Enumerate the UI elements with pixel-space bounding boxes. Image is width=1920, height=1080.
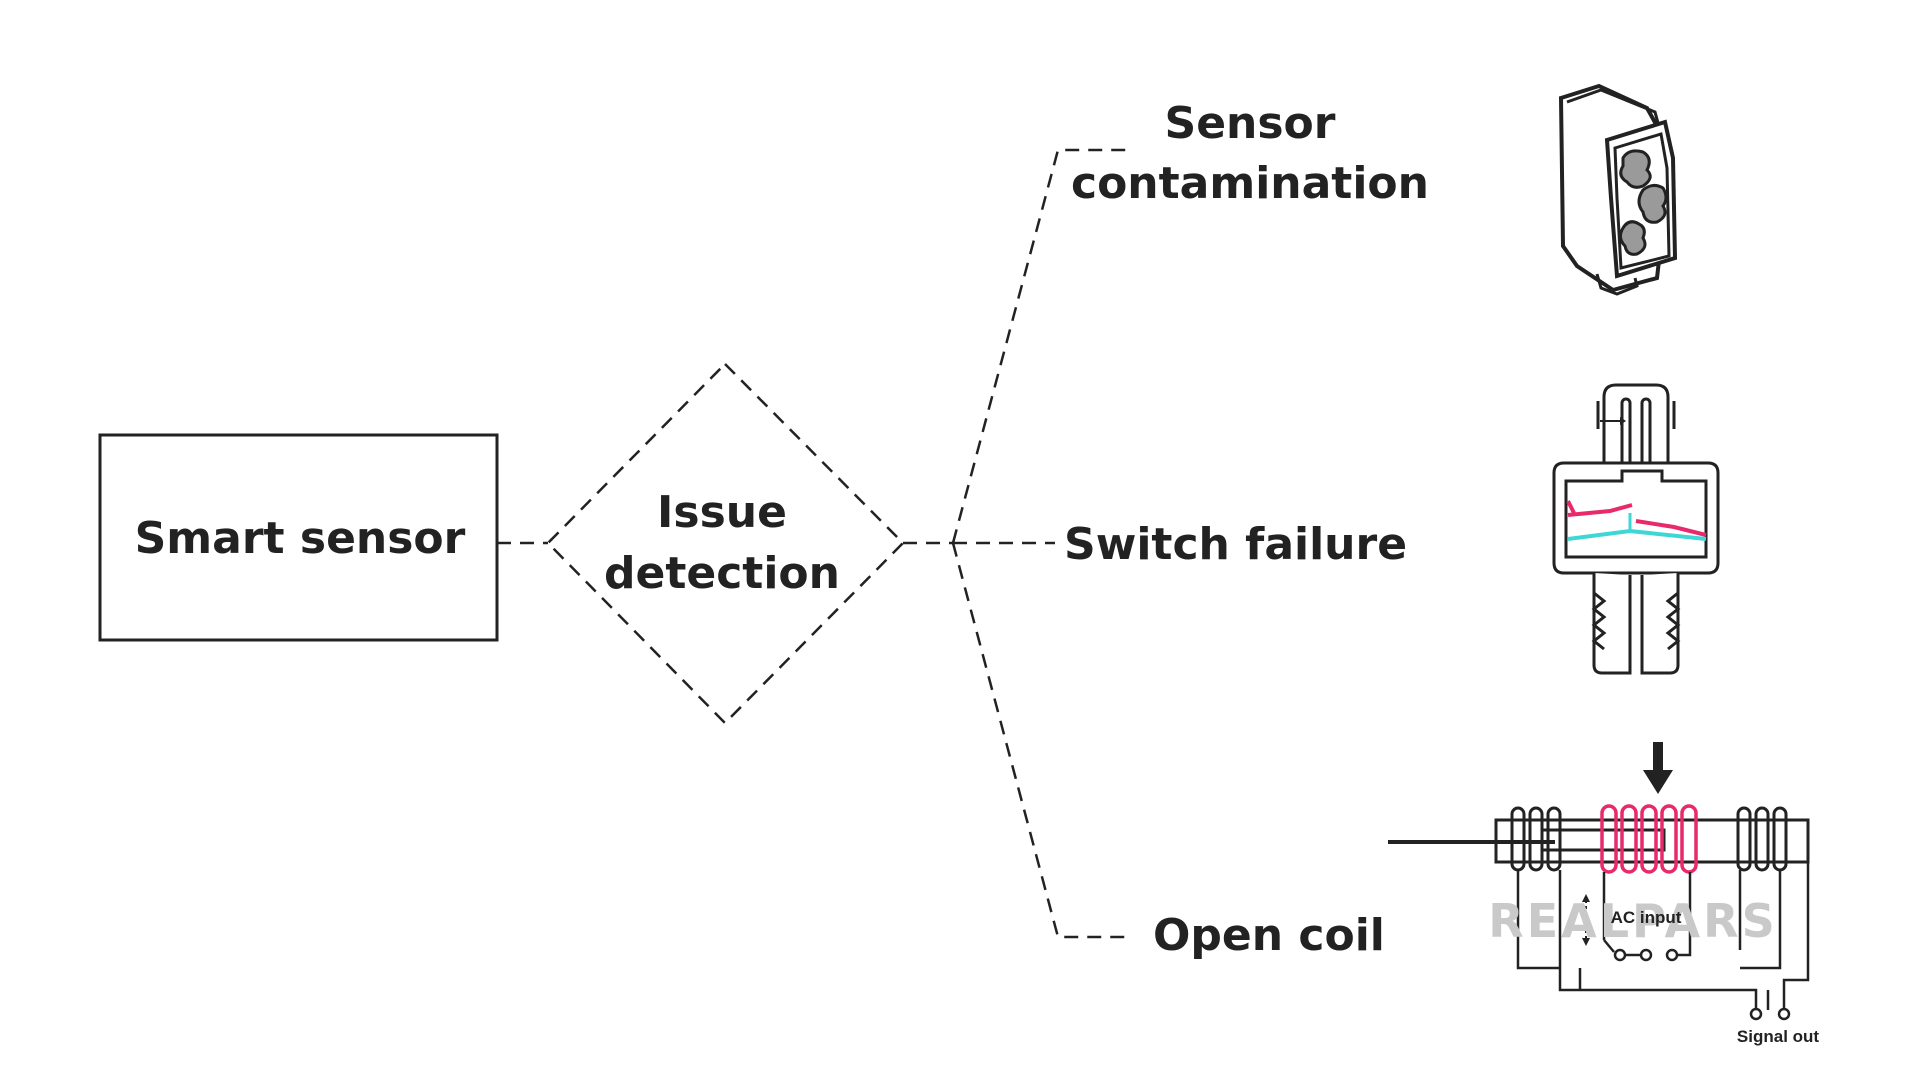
branch-label-contamination-line2: contamination [1071, 158, 1429, 209]
signal-out-label: Signal out [1737, 1027, 1820, 1046]
contaminated-sensor-icon [1558, 83, 1678, 296]
root-box [98, 433, 499, 642]
decision-diamond [546, 362, 905, 725]
branch-label-switch: Switch failure [1064, 519, 1407, 570]
ac-input-label: AC input [1611, 908, 1682, 927]
decision-label-line2: detection [604, 548, 840, 599]
branch-line-coil [951, 542, 1130, 939]
realpars-watermark: REALPARS [1488, 894, 1777, 948]
branch-label-contamination-line1: Sensor [1165, 98, 1336, 149]
pressure-switch-icon [1552, 383, 1720, 675]
decision-label-line1: Issue [657, 487, 787, 538]
branch-label-coil: Open coil [1153, 910, 1385, 961]
coil-circuit-icon [1388, 742, 1810, 1021]
root-label: Smart sensor [135, 513, 466, 564]
